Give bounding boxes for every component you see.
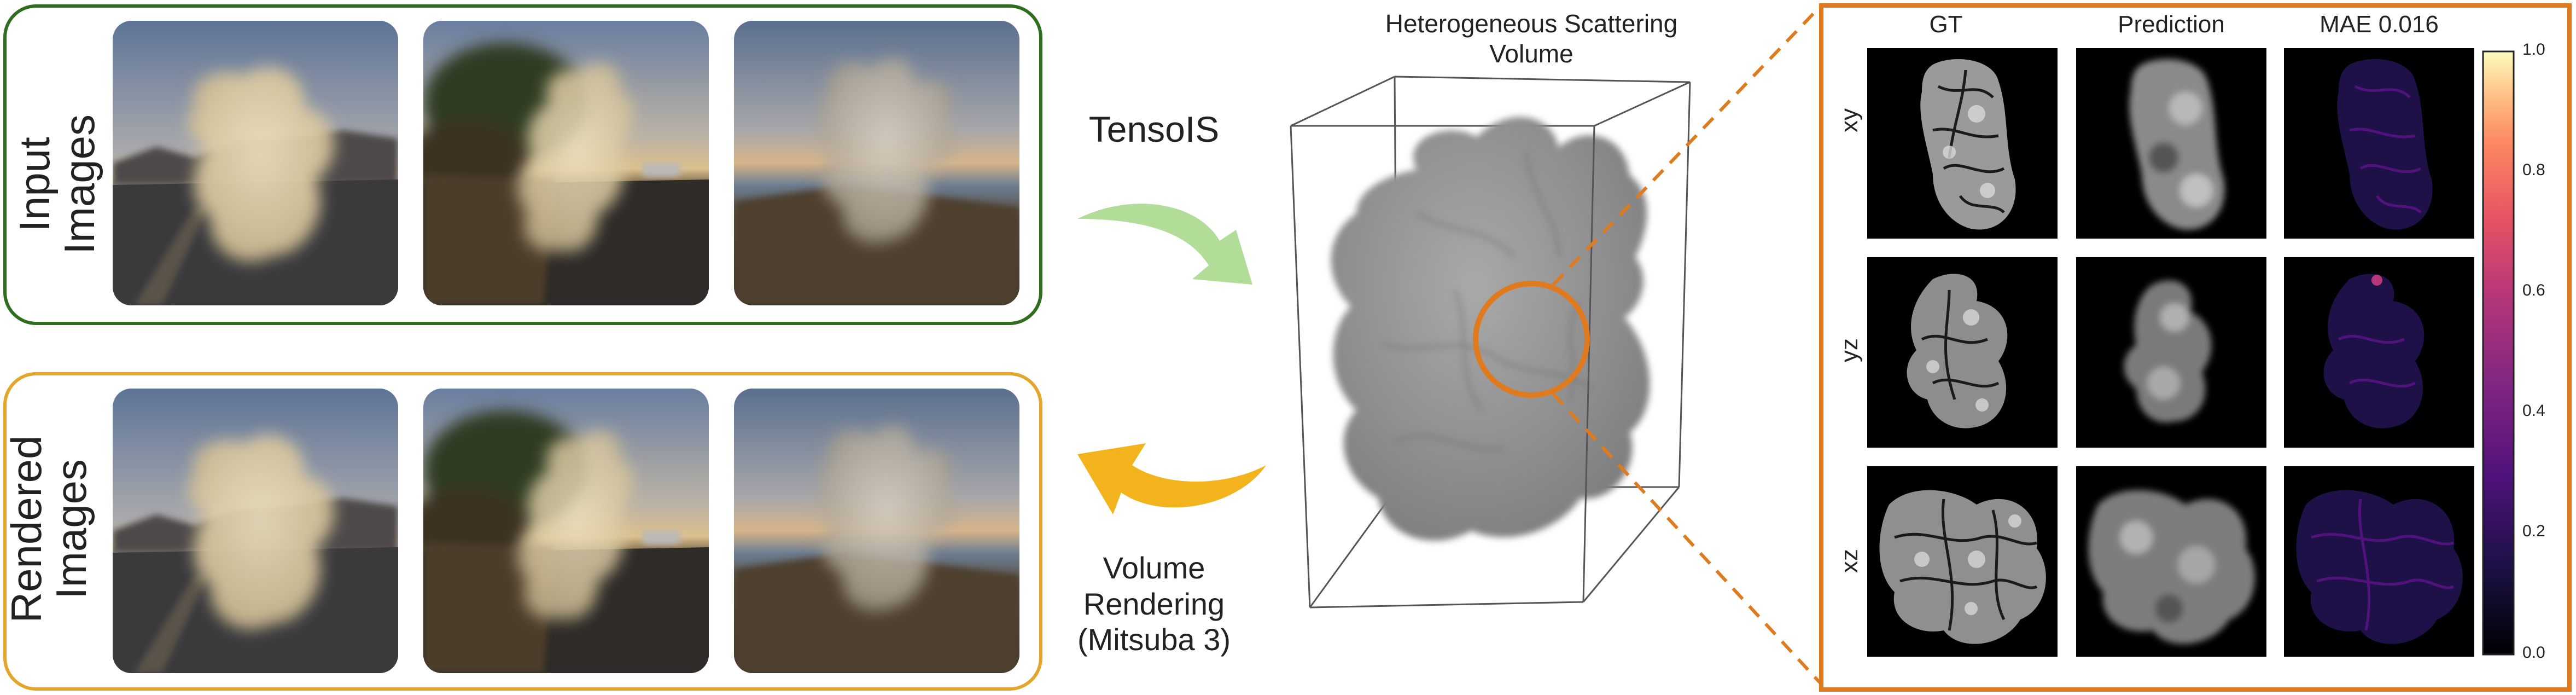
column-header-gt: GT — [1929, 11, 1963, 38]
slice-gt-yz — [1867, 257, 2058, 448]
slice-mae-xz — [2284, 466, 2474, 657]
volume-title-line-1: Heterogeneous Scattering — [1385, 9, 1678, 38]
colorbar-tick-0-8: 0.8 — [2522, 161, 2545, 179]
column-header-mae: MAE 0.016 — [2319, 11, 2439, 38]
slice-prediction-xz — [2076, 466, 2266, 657]
slice-prediction-yz — [2076, 257, 2266, 448]
slice-prediction-xy — [2076, 48, 2266, 239]
colorbar-tick-0-6: 0.6 — [2522, 281, 2545, 299]
volume-rendering-line-2: Rendering — [1083, 586, 1225, 621]
volume-visualization — [1290, 76, 1691, 609]
volume-rendering-line-1: Volume — [1103, 551, 1205, 585]
volume-rendering-line-3: (Mitsuba 3) — [1077, 622, 1231, 657]
tensois-label: TensoIS — [1088, 109, 1220, 149]
input-image-3 — [734, 21, 1019, 305]
rendered-image-2 — [423, 389, 709, 673]
volume-title: Heterogeneous Scattering Volume — [1313, 9, 1750, 69]
volume-rendering-label: Volume Rendering (Mitsuba 3) — [1056, 550, 1252, 658]
rendered-images-label: Rendered Images — [2, 435, 95, 623]
row-header-xz: xz — [1836, 549, 1863, 573]
slice-gt-xz — [1867, 466, 2058, 657]
column-header-prediction: Prediction — [2118, 11, 2225, 38]
colorbar-tick-0-0: 0.0 — [2522, 644, 2545, 662]
slices-panel — [1819, 3, 2572, 692]
slice-mae-xy — [2284, 48, 2474, 239]
input-image-1 — [113, 21, 398, 305]
colorbar-tick-0-2: 0.2 — [2522, 522, 2545, 540]
input-images-panel — [3, 4, 1042, 325]
slice-mae-yz — [2284, 257, 2474, 448]
forward-arrow-icon — [1077, 204, 1252, 285]
rendered-image-1 — [113, 389, 398, 673]
backward-arrow-icon — [1077, 443, 1266, 514]
row-header-yz: yz — [1836, 338, 1863, 362]
input-image-2 — [423, 21, 709, 305]
colorbar-tick-0-4: 0.4 — [2522, 402, 2545, 420]
slice-gt-xy — [1867, 48, 2058, 239]
row-header-xy: xy — [1836, 108, 1863, 132]
rendered-images-panel — [3, 372, 1042, 691]
volume-title-line-2: Volume — [1489, 39, 1573, 68]
zoom-connector-lines — [1552, 4, 1823, 686]
rendered-image-3 — [734, 389, 1019, 673]
colorbar — [2482, 50, 2515, 656]
colorbar-tick-1-0: 1.0 — [2522, 40, 2545, 59]
input-images-label: Input Images — [10, 114, 103, 254]
